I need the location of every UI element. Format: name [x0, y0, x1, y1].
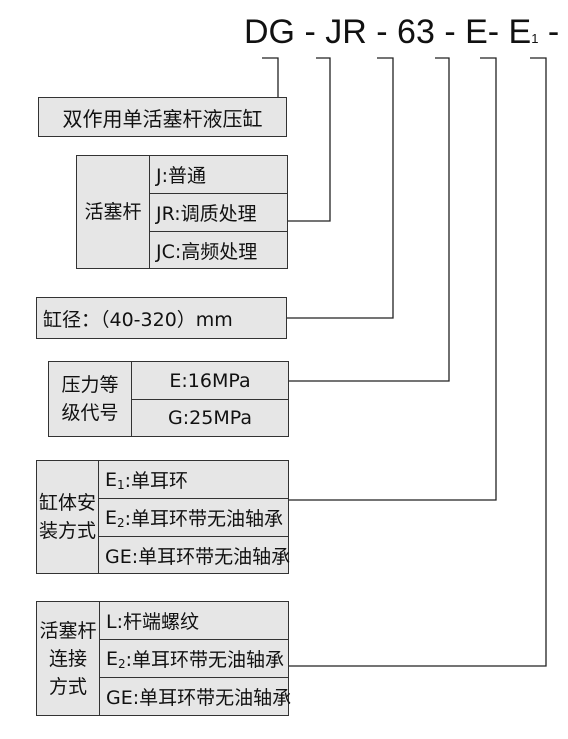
- code-63: 63: [397, 13, 435, 51]
- piston-rod-label: 活塞杆: [76, 155, 150, 269]
- piston-rod-option-jr: JR:调质处理: [149, 193, 288, 232]
- piston-rod-option-jc: JC:高频处理: [149, 231, 288, 269]
- piston-rod-option-j: J:普通: [149, 155, 288, 194]
- code-e1: E1: [508, 13, 539, 51]
- bore-text: 缸径：（40-320）mm: [43, 308, 233, 331]
- pressure-label: 压力等 级代号: [48, 361, 132, 437]
- title-text: 双作用单活塞杆液压缸: [62, 106, 263, 131]
- bore-box: 缸径：（40-320）mm: [36, 297, 287, 339]
- pressure-option-e: E:16MPa: [131, 361, 289, 400]
- code-dash-4: -: [547, 13, 560, 51]
- rod-connect-option-ge: GE:单耳环带无油轴承: [99, 677, 291, 716]
- mount-option-ge: GE:单耳环带无油轴承: [98, 536, 290, 574]
- pressure-option-g: G:25MPa: [131, 399, 289, 437]
- code-dash-3: -: [444, 13, 456, 51]
- mount-label: 缸体安 装方式: [36, 460, 99, 574]
- rod-connect-label: 活塞杆 连接 方式: [36, 601, 100, 716]
- code-dg: DG: [244, 13, 295, 51]
- title-box: 双作用单活塞杆液压缸: [38, 97, 287, 137]
- code-dash-2: -: [376, 13, 388, 51]
- code-e: E-: [465, 13, 500, 51]
- code-jr: JR: [325, 13, 367, 51]
- code-dash-1: -: [304, 13, 316, 51]
- model-code: DG - JR - 63 - E- E1 - L: [244, 12, 568, 59]
- rod-connect-option-l: L:杆端螺纹: [99, 601, 289, 640]
